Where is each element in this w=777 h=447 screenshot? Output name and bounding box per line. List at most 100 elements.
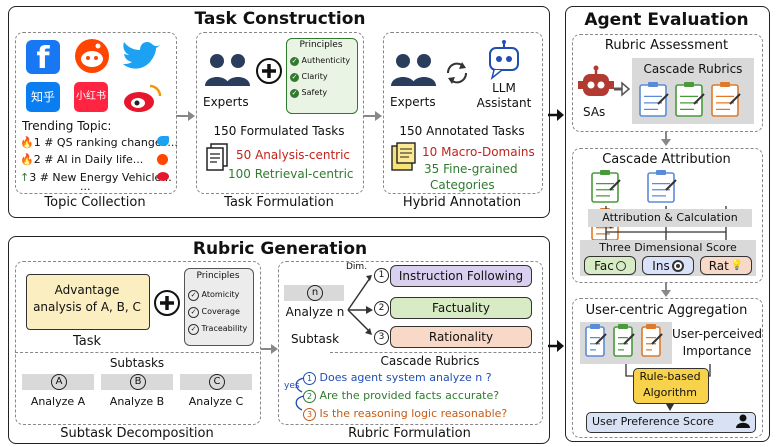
up-arrow-icon: ↑: [20, 171, 30, 184]
user-centric-title: User-centric Aggregation: [585, 303, 748, 318]
twitter-icon: [123, 42, 160, 69]
dim-1-num: 1: [374, 268, 389, 283]
zhihu-icon: 知乎: [26, 82, 60, 112]
divider: [15, 352, 259, 353]
retrieval-centric-count: 100 Retrieval-centric: [228, 167, 354, 181]
arrow-icon: [363, 111, 382, 121]
arrow-icon: [176, 111, 195, 121]
twitter-small-icon: [157, 136, 169, 146]
clipboard-icon: [711, 82, 741, 117]
arrow-icon: [548, 109, 564, 121]
fine-grained-categories: Categories: [430, 178, 495, 192]
algorithm-label: Algorithm: [643, 386, 697, 399]
subtask-label: Subtask: [290, 332, 340, 346]
clipboard-icon: [641, 324, 663, 357]
xiaohongshu-icon: 小红书: [74, 82, 108, 112]
dim-factuality: Factuality: [390, 297, 532, 319]
weibo-icon: [124, 84, 162, 112]
facebook-icon: f: [26, 40, 60, 76]
plus-icon: [154, 290, 180, 316]
principle-atomicity: ✓ Atomicity: [188, 290, 239, 301]
principles-title: Principles: [299, 40, 343, 50]
aggregation-clipboards: [584, 324, 672, 362]
rubric-1: 1 Does agent system analyze n ?: [303, 371, 492, 385]
rubric-clipboards: [638, 82, 750, 122]
weibo-small-icon: [157, 172, 169, 181]
score-factuality: Fac: [584, 256, 636, 275]
magnifier-icon: [615, 260, 626, 271]
principle-3: ✓ Safety: [290, 88, 328, 98]
dim-label: Dim.: [346, 262, 368, 272]
sas-label: SAs: [583, 105, 606, 119]
principle-traceability: ✓ Traceability: [188, 324, 247, 335]
llm-label: LLM: [492, 81, 516, 95]
reddit-icon: [75, 39, 109, 73]
experts-icon: [205, 54, 250, 86]
arrow-icon: [661, 282, 671, 297]
task-text-line2: analysis of A, B, C: [33, 300, 141, 314]
trending-topic-title: Trending Topic:: [22, 119, 112, 133]
hybrid-annotation-label: Hybrid Annotation: [402, 195, 522, 210]
refresh-cycle-icon: [446, 62, 468, 84]
divider: [330, 352, 541, 353]
task-construction-title: Task Construction: [194, 9, 366, 29]
clipboard-icon: [675, 82, 705, 117]
plus-icon: [256, 58, 282, 84]
rubric-assessment-title: Rubric Assessment: [604, 38, 729, 53]
assistant-label: Assistant: [476, 96, 532, 110]
agent-evaluation-title: Agent Evaluation: [584, 10, 749, 30]
arrow-icon: [548, 340, 564, 352]
analyze-n-label: Analyze n: [285, 305, 345, 319]
yes-connector-icon: [295, 377, 305, 411]
subtask-a-label: Analyze A: [30, 395, 86, 408]
task-scroll: [26, 274, 150, 330]
lightbulb-icon: 💡: [730, 260, 744, 271]
check-icon: ✓: [188, 324, 199, 335]
attribution-calculation-bar: [588, 209, 752, 227]
cascade-attribution-title: Cascade Attribution: [602, 152, 731, 167]
task-formulation-label: Task Formulation: [224, 195, 334, 210]
fire-icon: 🔥: [20, 136, 34, 149]
robot-icon: [578, 65, 614, 96]
task-text-line1: Advantage: [54, 283, 120, 297]
subtask-b-letter: B: [130, 374, 146, 390]
subtask-c-label: Analyze C: [188, 395, 244, 408]
check-icon: ✓: [290, 73, 299, 82]
fine-grained-count: 35 Fine-grained: [424, 162, 518, 176]
attribution-calculation-label: Attribution & Calculation: [602, 211, 738, 224]
dim-3-num: 3: [374, 330, 389, 345]
rubric-2: 2 Are the provided facts accurate?: [303, 389, 499, 403]
attribution-clipboards: [590, 170, 750, 241]
clipboard-icon: [591, 170, 621, 203]
cascade-rubrics-title: Cascade Rubrics: [380, 354, 480, 368]
task-label: Task: [72, 334, 102, 349]
topic-collection-label: Topic Collection: [44, 195, 146, 210]
rule-based-label: Rule-based: [639, 370, 701, 383]
arrow-icon: [614, 81, 631, 97]
rubric-generation-title: Rubric Generation: [192, 239, 368, 259]
score-instruction: Ins: [642, 256, 694, 275]
clipboard-icon: [585, 324, 607, 357]
target-icon: [671, 259, 684, 272]
trending-item-2: 🔥2 # AI in Daily life...: [20, 153, 144, 166]
rubric-3: 3 Is the reasoning logic reasonable?: [303, 407, 507, 421]
check-icon: ✓: [188, 307, 199, 318]
dim-2-num: 2: [374, 301, 389, 316]
dim-rationality: Rationality: [390, 326, 532, 348]
dim-branch-connector: [347, 275, 373, 335]
notes-icon: [391, 142, 416, 171]
arrow-icon: [261, 344, 278, 354]
yes-label: yes: [284, 381, 300, 391]
principles-title: Principles: [196, 271, 240, 281]
cascade-rubrics-label: Cascade Rubrics: [643, 62, 743, 76]
rubric-formulation-label: Rubric Formulation: [348, 426, 471, 441]
principle-1: ✓ Authenticity: [290, 56, 351, 66]
three-dim-score-label: Three Dimensional Score: [599, 241, 737, 254]
reddit-small-icon: [157, 154, 168, 165]
experts-label: Experts: [203, 95, 249, 109]
fire-icon: 🔥: [20, 153, 34, 166]
analysis-centric-count: 50 Analysis-centric: [236, 148, 351, 162]
subtask-a-letter: A: [51, 374, 67, 390]
trending-item-1: 🔥1 # QS ranking changes...: [20, 136, 178, 149]
experts-icon: [391, 54, 436, 86]
